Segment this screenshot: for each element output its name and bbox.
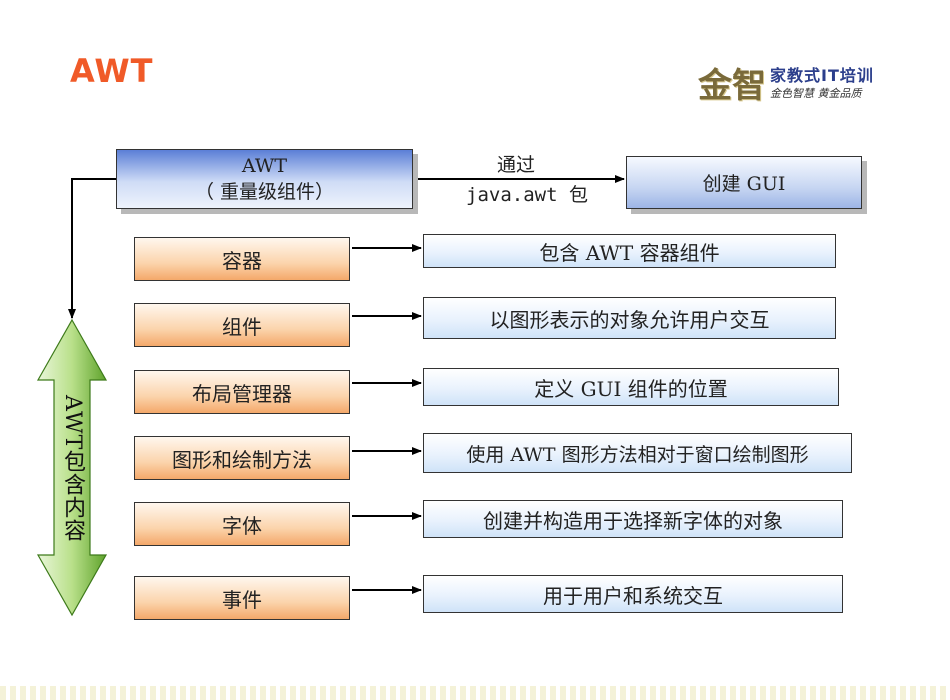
row-5-left-box: 字体 <box>134 502 350 546</box>
page-title: AWT <box>70 52 154 90</box>
awt-source-subtitle: （ 重量级组件） <box>194 181 335 203</box>
row-6-left-box: 事件 <box>134 576 350 620</box>
footer-strip <box>0 686 950 700</box>
via-label-bottom: java.awt 包 <box>466 184 588 206</box>
row-6-right-box: 用于用户和系统交互 <box>423 575 843 613</box>
arrow-source-to-side <box>68 178 116 319</box>
awt-source-box: AWT （ 重量级组件） <box>116 149 413 209</box>
row-1-left-box: 容器 <box>134 237 350 281</box>
side-arrow-label: AWT包含内容 <box>60 395 85 543</box>
logo-tagline-1: 家教式IT培训 <box>770 66 874 85</box>
row-5-right-box: 创建并构造用于选择新字体的对象 <box>423 500 843 538</box>
logo-tagline-2: 金色智慧 黄金品质 <box>770 87 862 100</box>
via-label-top: 通过 <box>497 154 536 176</box>
row-3-left-box: 布局管理器 <box>134 370 350 414</box>
row-3-right-box: 定义 GUI 组件的位置 <box>423 368 839 406</box>
brand-logo: 金 智 家教式IT培训 金色智慧 黄金品质 <box>698 58 888 108</box>
row-4-left-box: 图形和绘制方法 <box>134 436 350 480</box>
row-1-right-box: 包含 AWT 容器组件 <box>423 234 836 268</box>
logo-glyph-1: 金 <box>698 66 732 106</box>
side-double-arrow <box>36 318 108 617</box>
logo-glyph-2: 智 <box>732 66 766 106</box>
row-2-right-box: 以图形表示的对象允许用户交互 <box>423 297 836 339</box>
create-gui-box: 创建 GUI <box>626 156 862 209</box>
row-2-left-box: 组件 <box>134 303 350 347</box>
row-4-right-box: 使用 AWT 图形方法相对于窗口绘制图形 <box>423 433 852 473</box>
awt-source-title: AWT <box>241 155 288 177</box>
